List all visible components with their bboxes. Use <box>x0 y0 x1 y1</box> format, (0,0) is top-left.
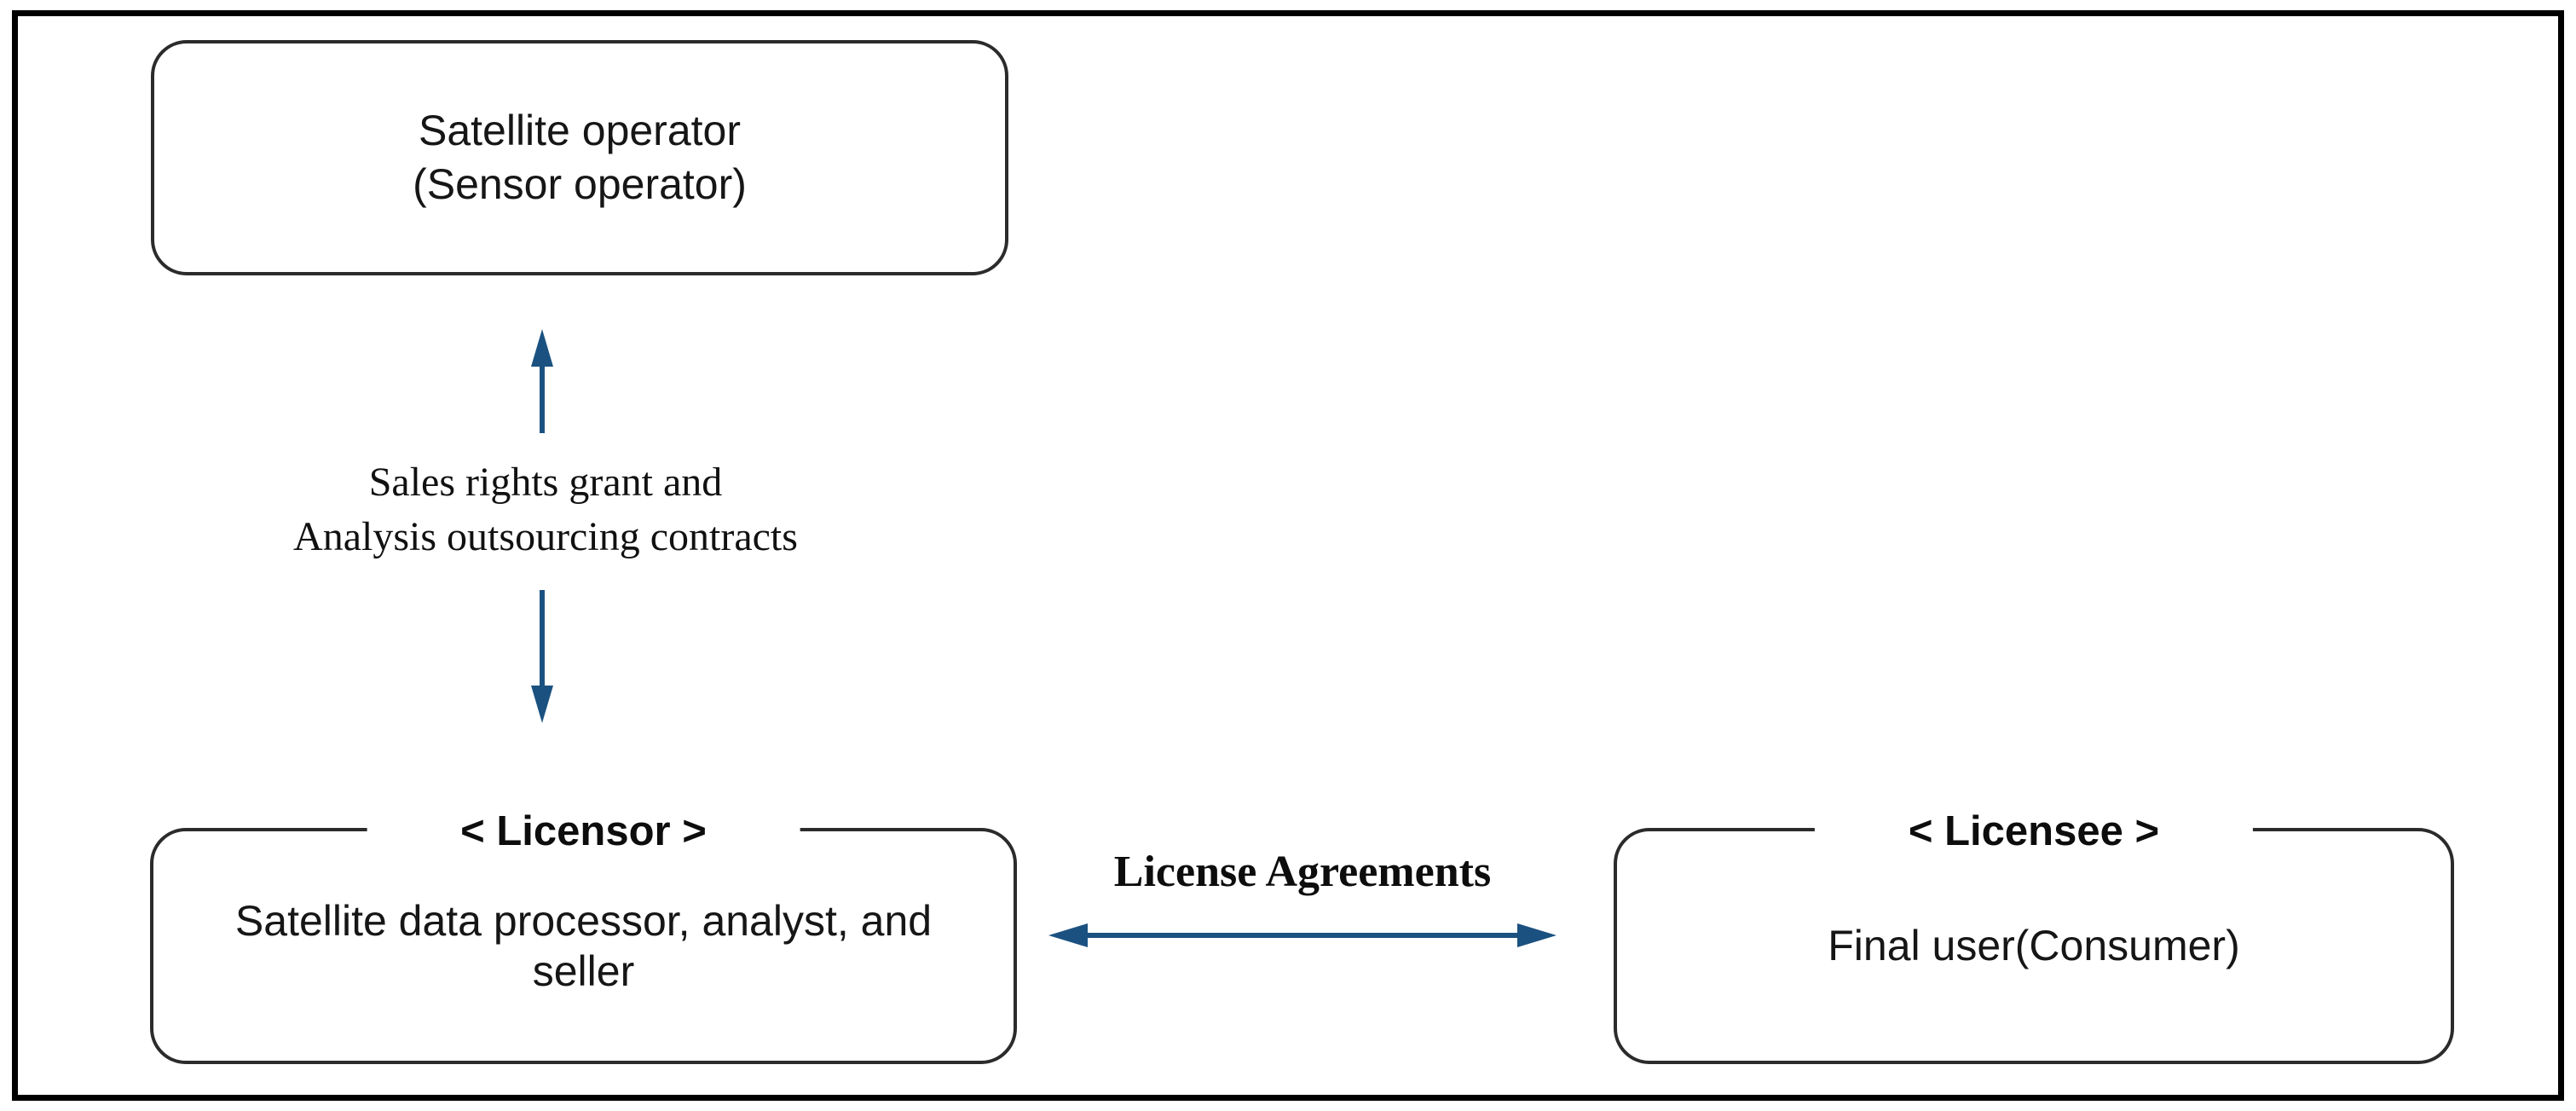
bidirectional-arrow-vertical <box>531 329 553 723</box>
node-licensee: < Licensee > Final user(Consumer) <box>1614 807 2454 1064</box>
satellite-operator-line2: (Sensor operator) <box>413 160 747 208</box>
node-satellite-operator: Satellite operator (Sensor operator) <box>151 40 1008 275</box>
sales-label-line1: Sales rights grant and <box>368 460 723 505</box>
licensor-line1: Satellite data processor, analyst, and <box>234 896 933 945</box>
outer-border <box>12 10 2564 1101</box>
bidirectional-arrow-horizontal <box>1048 923 1557 947</box>
licensor-line2: seller <box>532 946 635 995</box>
arrowhead-left-icon <box>1048 923 1088 947</box>
licensee-text: Final user(Consumer) <box>1828 921 2239 971</box>
licensee-line1: Final user(Consumer) <box>1828 922 2240 969</box>
licensee-tag: < Licensee > <box>1814 807 2254 855</box>
satellite-operator-text: Satellite operator (Sensor operator) <box>413 104 747 211</box>
arrowhead-right-icon <box>1517 923 1557 947</box>
node-licensor: < Licensor > Satellite data processor, a… <box>150 807 1017 1064</box>
licensor-tag: < Licensor > <box>367 807 800 855</box>
satellite-operator-line1: Satellite operator <box>418 107 741 154</box>
arrowhead-down-icon <box>531 686 553 723</box>
sales-label-line2: Analysis outsourcing contracts <box>293 514 798 559</box>
edge-label-license-agreements: License Agreements <box>1113 848 1492 896</box>
edge-label-sales-contracts: Sales rights grant and Analysis outsourc… <box>162 455 929 564</box>
arrowhead-up-icon <box>531 329 553 367</box>
licensor-text: Satellite data processor, analyst, and s… <box>235 896 932 997</box>
